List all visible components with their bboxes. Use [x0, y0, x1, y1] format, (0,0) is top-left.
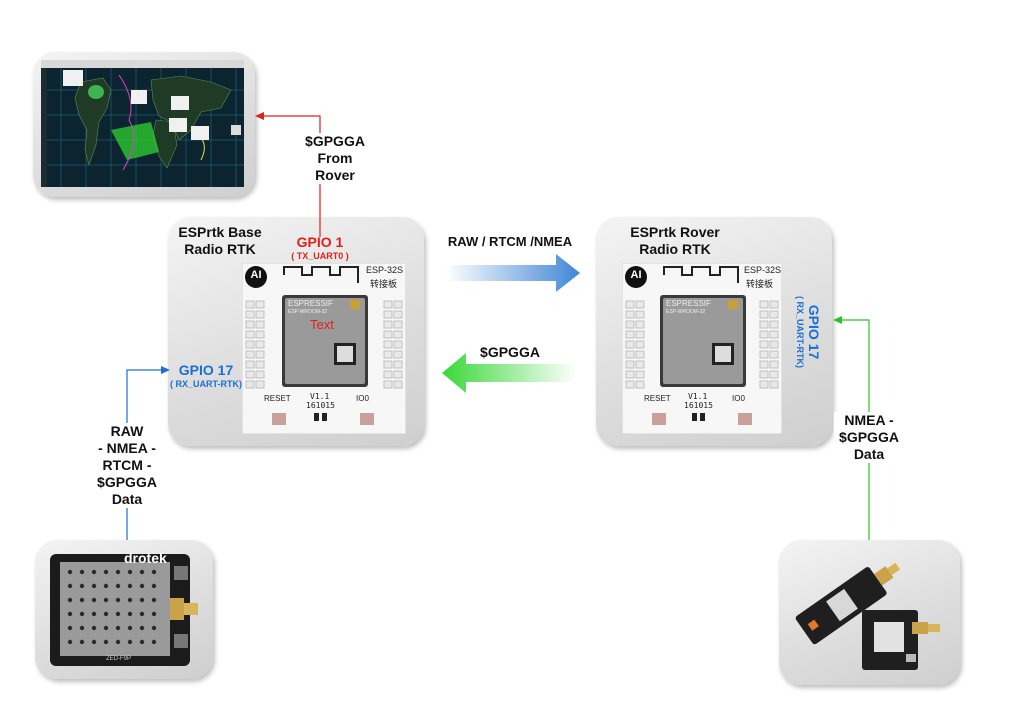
red-connector — [262, 115, 321, 237]
board-version: V1.1 — [310, 392, 330, 401]
rover-title-line2: Radio RTK — [639, 241, 711, 257]
board-side-label-cn: 转接板 — [370, 279, 398, 289]
ucenter-screenshot — [41, 60, 244, 187]
edge-label-left-data: RAW - NMEA - RTCM - $GPGGA Data — [92, 423, 162, 508]
edge-label-line: RAW — [110, 423, 144, 439]
edge-label-line: From — [317, 150, 353, 166]
green-arrowhead — [833, 316, 842, 324]
edge-label-line: NMEA - — [844, 412, 894, 428]
edge-label-line: RTCM - — [102, 457, 152, 473]
gpio17-rover-text: GPIO 17 — [806, 304, 822, 360]
board-reset: RESET — [264, 394, 291, 403]
big-blue-arrow — [446, 254, 580, 292]
gnss-base-module: drotek ZED-F9P — [46, 548, 206, 670]
board-brand: ESPRESSIF — [288, 299, 333, 308]
edge-label-right-data: NMEA - $GPGGA Data — [834, 412, 904, 463]
board-brand: ESPRESSIF — [666, 299, 711, 308]
board-side-label-cn: 转接板 — [746, 279, 774, 289]
gpio17-base-text: GPIO 17 — [178, 362, 234, 378]
gpio1-sub: ( TX_UART0 ) — [291, 251, 349, 261]
red-arrowhead — [255, 112, 264, 120]
rover-title-line1: ESPrtk Rover — [630, 224, 720, 240]
edge-label-line: - NMEA - — [98, 440, 156, 456]
edge-label-line: $GPGGA — [305, 133, 365, 149]
board-date: 161015 — [684, 401, 713, 410]
edge-label-line: $GPGGA — [97, 474, 157, 490]
board-chip-label: ESP-WROOM-32 — [666, 309, 706, 315]
edge-label-gpgga-from-rover: $GPGGA From Rover — [300, 133, 370, 184]
edge-label-line: $GPGGA — [839, 429, 899, 445]
gpio1-label: GPIO 1 ( TX_UART0 ) — [282, 234, 358, 262]
board-io0: IO0 — [732, 394, 745, 403]
board-side-label: ESP-32S — [744, 265, 782, 275]
gpio17-rover-sub: ( RX_UART-RTK) — [795, 296, 805, 368]
edge-label-line: Data — [853, 446, 885, 462]
board-module-text: Text — [310, 317, 334, 332]
base-title-line2: Radio RTK — [184, 241, 256, 257]
base-board: AI ESP-32S 转接板 ESPRESSIF ESP-WROOM-32 Te… — [241, 262, 407, 435]
base-title-line1: ESPrtk Base — [178, 224, 262, 240]
board-side-label: ESP-32S — [366, 265, 404, 275]
gpio17-base-label: GPIO 17 ( RX_UART-RTK) — [166, 362, 246, 390]
rover-title: ESPrtk Rover Radio RTK — [620, 224, 730, 258]
board-date: 161015 — [306, 401, 335, 410]
board-logo: AI — [630, 269, 642, 281]
edge-label-line: Rover — [315, 167, 355, 183]
gpio17-rover-label: GPIO 17 ( RX_UART-RTK) — [794, 292, 822, 372]
edge-label-line: Data — [111, 491, 143, 507]
gnss-rover-module — [790, 544, 950, 676]
board-chip-label: ESP-WROOM-32 — [288, 309, 328, 315]
board-version: V1.1 — [688, 392, 708, 401]
board-logo: AI — [250, 269, 262, 281]
board-io0: IO0 — [356, 394, 369, 403]
edge-label-gpgga: $GPGGA — [480, 344, 540, 360]
green-connector — [840, 319, 870, 540]
base-title: ESPrtk Base Radio RTK — [170, 224, 270, 258]
rover-board: AI ESP-32S 转接板 ESPRESSIF ESP-WROOM-32 RE… — [621, 262, 783, 435]
gpio17-base-sub: ( RX_UART-RTK) — [170, 379, 242, 389]
big-green-arrow — [442, 353, 576, 393]
drotek-logo: drotek — [124, 550, 167, 566]
blue-arrowhead — [161, 366, 170, 374]
drotek-model: ZED-F9P — [106, 656, 132, 662]
gpio1-text: GPIO 1 — [296, 234, 344, 250]
board-reset: RESET — [644, 394, 671, 403]
edge-label-raw-rtcm-nmea: RAW / RTCM /NMEA — [447, 234, 573, 249]
